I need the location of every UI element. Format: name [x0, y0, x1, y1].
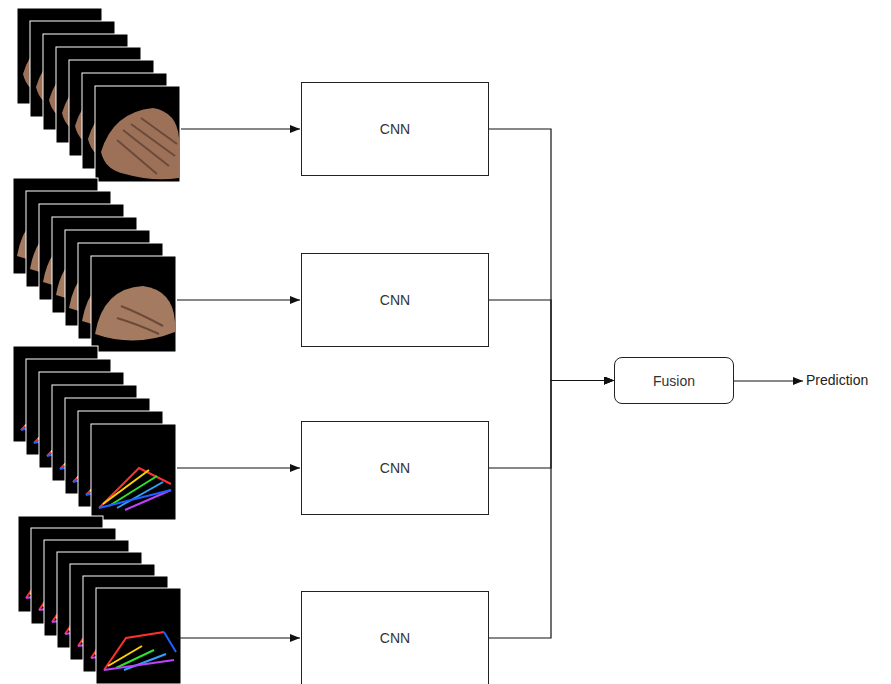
frame-stack: [17, 8, 180, 182]
node-text: CNN: [380, 630, 410, 646]
frame-stack: [13, 346, 176, 520]
input-arrows: [177, 129, 803, 638]
connector: [489, 129, 614, 381]
node-text: CNN: [380, 121, 410, 137]
connector: [489, 300, 614, 381]
output-label: Prediction: [806, 372, 868, 388]
node-text: Fusion: [653, 373, 695, 389]
connector: [489, 381, 614, 639]
cnn-box: CNN: [301, 253, 489, 347]
fusion-box: Fusion: [614, 357, 734, 404]
frame-stack: [13, 178, 176, 352]
node-text: CNN: [380, 292, 410, 308]
cnn-box: CNN: [301, 82, 489, 176]
frame-stack: [18, 516, 181, 684]
node-text: CNN: [380, 460, 410, 476]
cnn-box: CNN: [301, 591, 489, 684]
cnn-box: CNN: [301, 421, 489, 515]
